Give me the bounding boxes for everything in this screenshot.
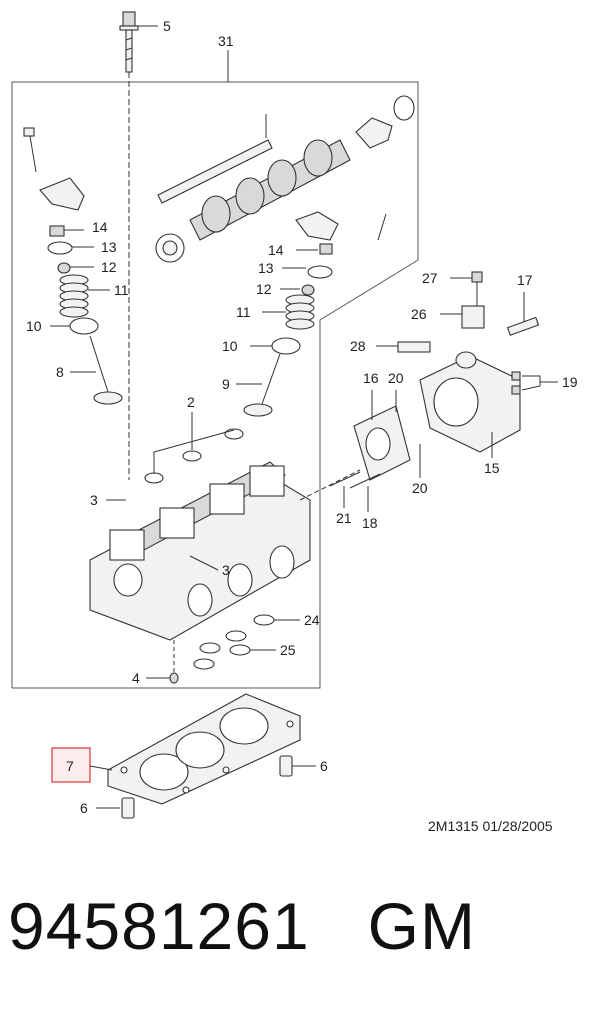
callout-14-left: 14 xyxy=(92,219,108,235)
callout-16: 16 xyxy=(363,370,379,386)
thermostat-housing xyxy=(419,351,521,453)
right-spring-seat xyxy=(271,337,301,355)
left-valve-keepers xyxy=(47,241,73,255)
drawing-stamp: 2M1315 01/28/2005 xyxy=(428,818,553,834)
callout-31: 31 xyxy=(218,33,234,49)
housing-studs xyxy=(329,471,381,489)
housing-gasket xyxy=(353,405,411,481)
right-pivot xyxy=(319,243,333,255)
left-valve-spring xyxy=(59,274,89,318)
callout-13-right: 13 xyxy=(258,260,274,276)
left-spring-seat xyxy=(69,317,99,335)
temperature-sensor xyxy=(461,271,485,329)
callout-18: 18 xyxy=(362,515,378,531)
left-rocker-arm xyxy=(23,127,85,237)
part-number-footer: 94581261 GM xyxy=(8,888,476,964)
assembly-frame xyxy=(11,81,419,689)
callout-13-left: 13 xyxy=(101,239,117,255)
callout-10-right: 10 xyxy=(222,338,238,354)
dowel-sleeve-right xyxy=(279,755,293,777)
callout-12-left: 12 xyxy=(101,259,117,275)
callout-15: 15 xyxy=(484,460,500,476)
callout-9: 9 xyxy=(222,376,230,392)
dowel-sleeve-left xyxy=(121,797,135,819)
callout-3-center: 3 xyxy=(222,562,230,578)
callout-8: 8 xyxy=(56,364,64,380)
callout-25: 25 xyxy=(280,642,296,658)
part-number: 94581261 xyxy=(8,889,310,963)
callout-17: 17 xyxy=(517,272,533,288)
callout-24: 24 xyxy=(304,612,320,628)
brand-name: GM xyxy=(367,889,476,963)
intake-valve xyxy=(243,353,281,417)
callout-11-left: 11 xyxy=(114,282,129,298)
camshaft xyxy=(155,95,415,263)
callout-3-left: 3 xyxy=(90,492,98,508)
callout-14-right: 14 xyxy=(268,242,284,258)
housing-bolts-short xyxy=(511,371,521,395)
right-valve-spring xyxy=(285,294,315,330)
cylinder-head xyxy=(89,461,361,641)
highlighted-part-marker xyxy=(51,747,91,783)
callout-2: 2 xyxy=(187,394,195,410)
coolant-sensor xyxy=(397,341,431,353)
valve-guide-seals xyxy=(144,412,244,484)
callout-6-right: 6 xyxy=(320,758,328,774)
callout-11-right: 11 xyxy=(236,304,251,320)
callout-27: 27 xyxy=(422,270,438,286)
callout-19: 19 xyxy=(562,374,578,390)
right-valve-keepers xyxy=(307,265,333,279)
exhaust-port-seals xyxy=(193,614,275,670)
housing-bolt-long xyxy=(506,316,540,336)
callout-7: 7 xyxy=(66,758,74,774)
right-rocker-arm xyxy=(295,211,387,241)
exhaust-valve xyxy=(89,335,123,405)
left-spring-seat-cap xyxy=(57,262,71,274)
callout-5: 5 xyxy=(163,18,171,34)
callout-10-left: 10 xyxy=(26,318,42,334)
callout-28: 28 xyxy=(350,338,366,354)
callout-26: 26 xyxy=(411,306,427,322)
dowel-pin-small xyxy=(169,672,179,684)
callout-20-bottom: 20 xyxy=(412,480,428,496)
callout-6-left: 6 xyxy=(80,800,88,816)
callout-12-right: 12 xyxy=(256,281,272,297)
right-spring-seat-cap xyxy=(301,284,315,296)
callout-21: 21 xyxy=(336,510,352,526)
callout-20-top: 20 xyxy=(388,370,404,386)
head-bolt xyxy=(119,11,139,480)
callout-4: 4 xyxy=(132,670,140,686)
head-gasket xyxy=(107,693,301,805)
